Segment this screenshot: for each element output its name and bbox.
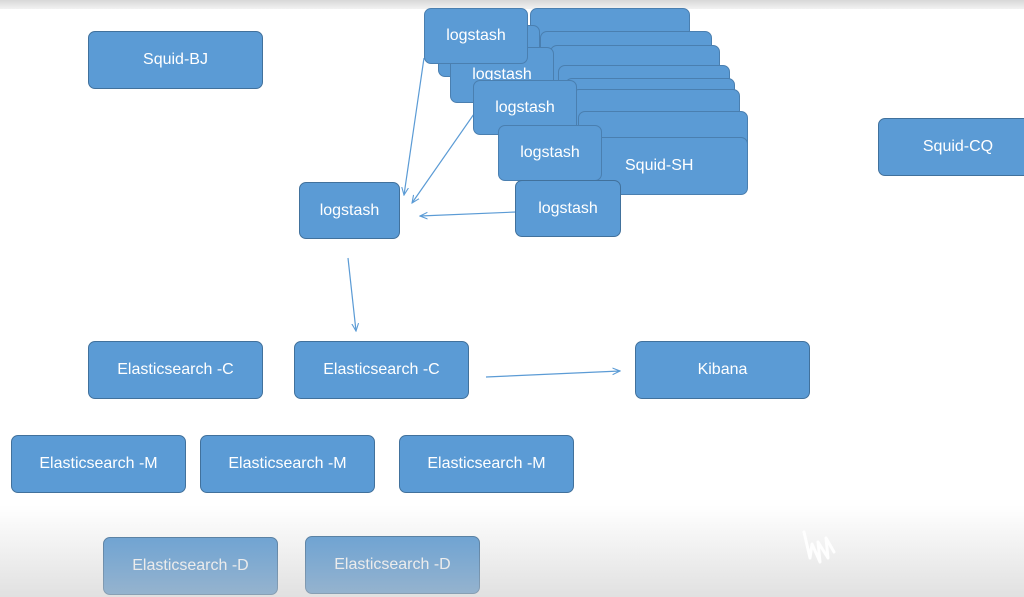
arrow-logstash-to-elasticsearch-client <box>347 257 356 331</box>
kibana-label: Kibana <box>697 361 748 378</box>
elasticsearch-data-label: Elasticsearch -D <box>132 557 249 574</box>
elasticsearch-master-node-1[interactable]: Elasticsearch -M <box>11 435 186 493</box>
elasticsearch-master-node-2[interactable]: Elasticsearch -M <box>200 435 375 493</box>
logstash-stack-label: logstash <box>495 98 555 116</box>
squid-sh-label: Squid-SH <box>625 157 694 174</box>
elasticsearch-data-node-1[interactable]: Elasticsearch -D <box>103 537 278 595</box>
elasticsearch-client-label: Elasticsearch -C <box>117 361 234 378</box>
elasticsearch-master-label: Elasticsearch -M <box>39 455 158 472</box>
elasticsearch-master-label: Elasticsearch -M <box>427 455 546 472</box>
elasticsearch-client-node-right[interactable]: Elasticsearch -C <box>294 341 469 399</box>
elasticsearch-master-node-3[interactable]: Elasticsearch -M <box>399 435 574 493</box>
logstash-stack-label: logstash <box>520 144 580 161</box>
arrow-top-logstash-to-aggregator <box>404 57 425 195</box>
elasticsearch-client-node-left[interactable]: Elasticsearch -C <box>88 341 263 399</box>
logstash-shipper-node[interactable]: logstash <box>515 180 621 237</box>
logstash-stack-node[interactable]: logstash <box>424 8 528 64</box>
logstash-stack-node[interactable]: logstash <box>498 125 602 181</box>
elasticsearch-data-node-2[interactable]: Elasticsearch -D <box>305 536 480 594</box>
elasticsearch-data-label: Elasticsearch -D <box>334 556 451 573</box>
squid-bj-node[interactable]: Squid-BJ <box>88 31 263 89</box>
watermark-icon <box>802 530 836 564</box>
logstash-stack-label: logstash <box>446 27 506 44</box>
squid-bj-label: Squid-BJ <box>143 51 208 68</box>
squid-cq-label: Squid-CQ <box>922 138 994 155</box>
arrow-elasticsearch-to-kibana <box>485 371 620 378</box>
elasticsearch-client-label: Elasticsearch -C <box>323 361 440 378</box>
squid-cq-node[interactable]: Squid-CQ <box>878 118 1024 176</box>
window-top-bar <box>0 0 1024 9</box>
logstash-aggregator-node[interactable]: logstash <box>299 182 400 239</box>
kibana-node[interactable]: Kibana <box>635 341 810 399</box>
arrow-lower-logstash-to-aggregator <box>420 211 517 216</box>
logstash-shipper-label: logstash <box>538 199 598 217</box>
elasticsearch-master-label: Elasticsearch -M <box>228 455 347 472</box>
logstash-aggregator-label: logstash <box>319 201 380 219</box>
logstash-stack-label: logstash <box>472 66 532 83</box>
arrow-mid-logstash-to-aggregator <box>412 113 475 203</box>
